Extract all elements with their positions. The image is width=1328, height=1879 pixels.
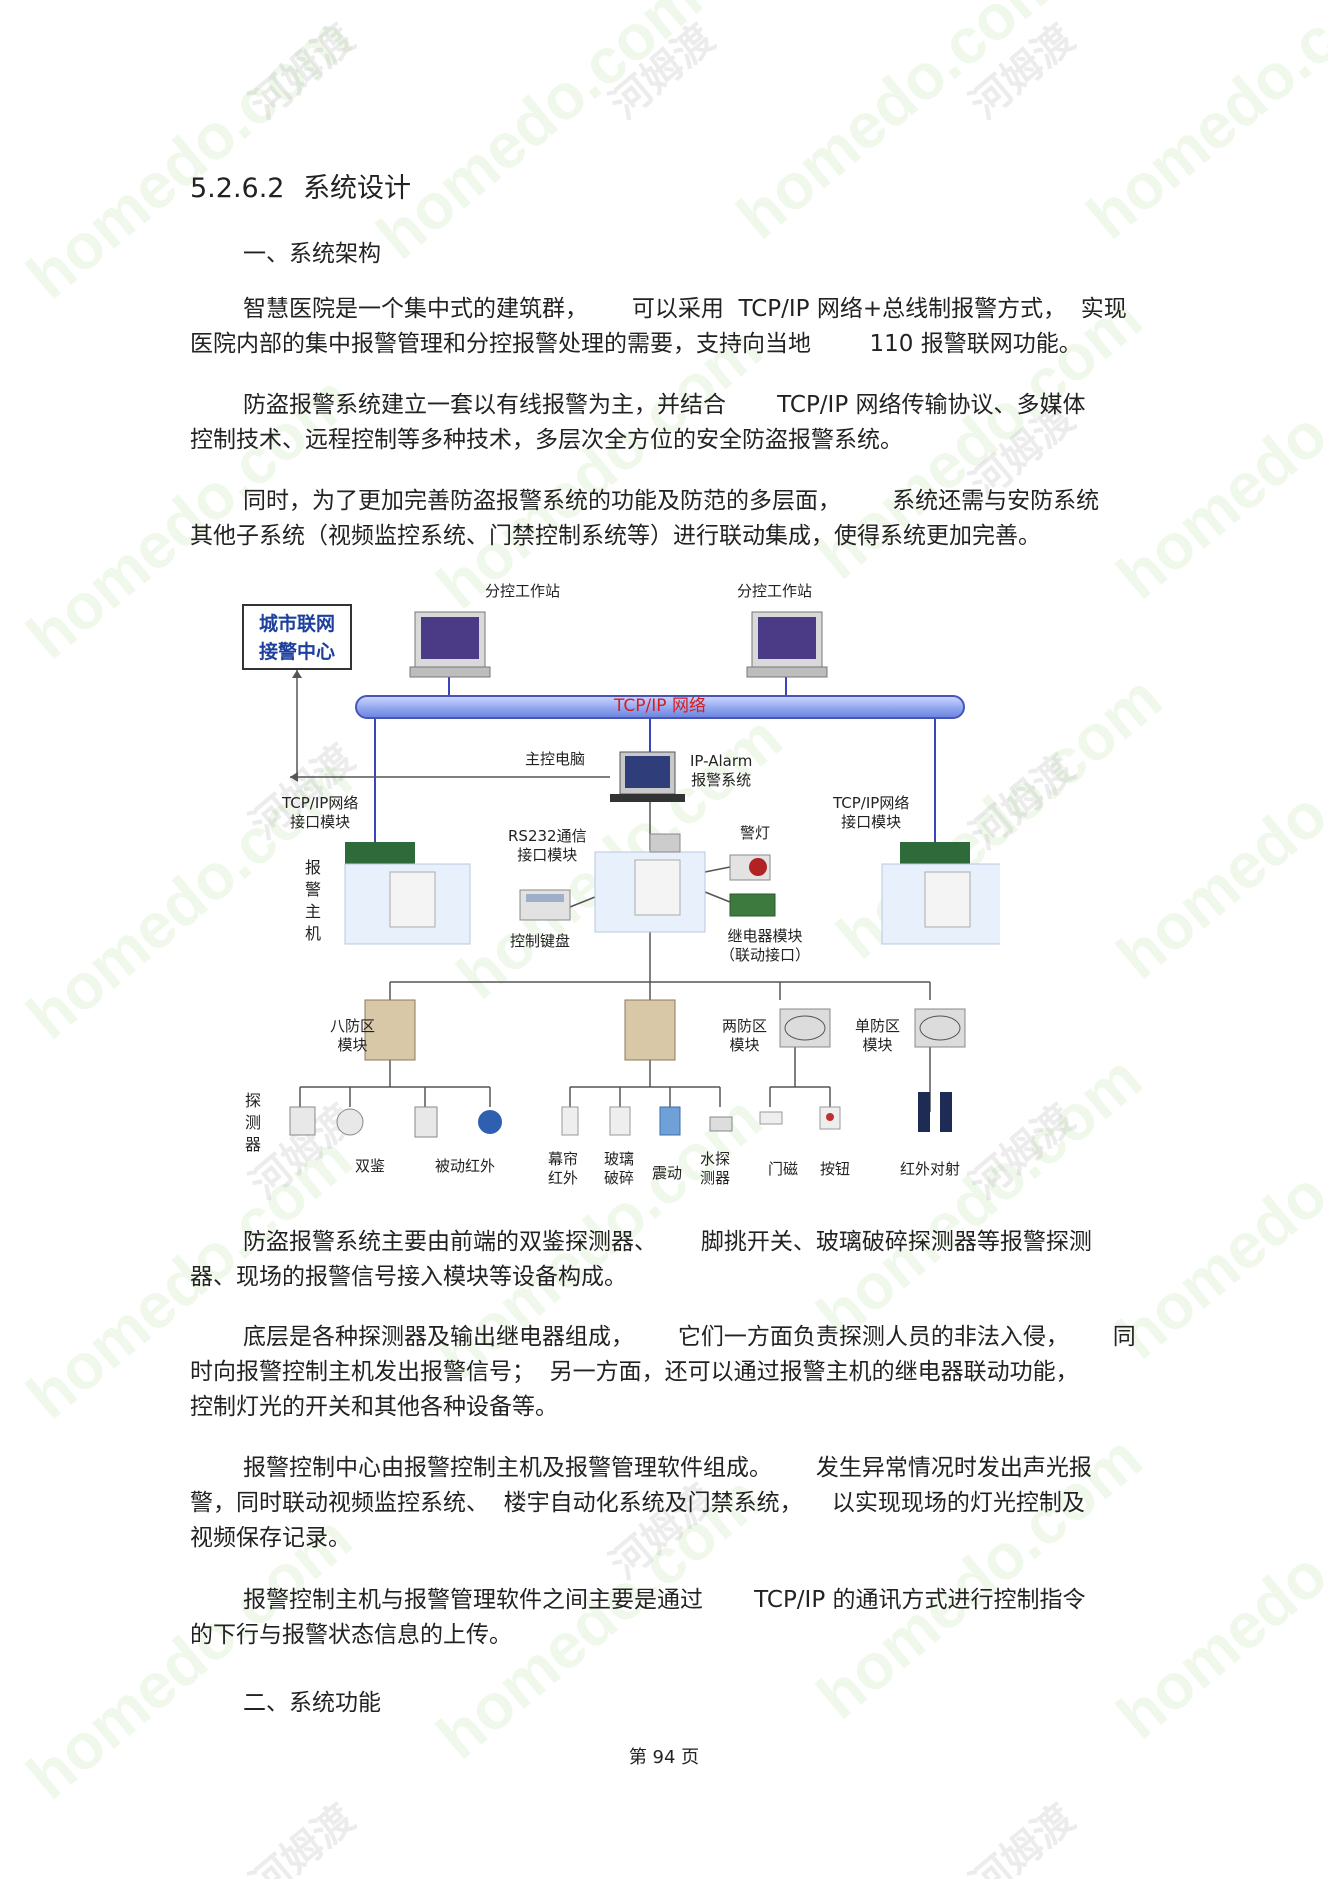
detector-icons [289,1092,952,1138]
paragraph-1: 智慧医院是一个集中式的建筑群， 可以采用 TCP/IP 网络+总线制报警方式， … [190,296,1127,357]
relay-module-icon [729,893,776,917]
rs232-line2: 接口模块 [517,846,578,864]
section-heading: 5.2.6.2 系统设计 [190,166,411,205]
glass-line2: 破碎 [604,1169,635,1187]
alarm-host-right-icon [881,863,1000,945]
alarm-host-left-icon [344,863,471,945]
label-pir: 被动红外 [435,1157,496,1175]
label-glass: 玻璃 破碎 [604,1150,634,1188]
water-line2: 测器 [700,1169,731,1187]
paragraph-4: 防盗报警系统主要由前端的双鉴探测器、 脚挑开关、玻璃破碎探测器等报警探测 器、现… [190,1229,1092,1290]
subheading-architecture: 一、系统架构 [243,241,381,267]
mid-zone-module-icon [624,999,676,1061]
label-single-zone: 单防区 模块 [855,1017,900,1055]
water-line1: 水探 [700,1150,731,1168]
label-keypad: 控制键盘 [510,932,571,950]
glass-line1: 玻璃 [604,1150,635,1168]
rs232-module-icon [649,833,681,853]
eight-zone-module-icon [364,999,416,1061]
paragraph-3: 同时，为了更加完善防盗报警系统的功能及防范的多层面， 系统还需与安防系统 其他子… [190,488,1100,549]
label-rs232-module: RS232通信 接口模块 [508,827,587,865]
label-tcp-module-right: TCP/IP网络 接口模块 [833,794,909,832]
alarm-host-char1: 报 [304,858,321,877]
label-alarm-light: 警灯 [740,824,771,842]
city-alarm-center-line1: 城市联网 [258,613,335,635]
subheading-functions: 二、系统功能 [243,1690,381,1716]
relay-line1: 继电器模块 [727,927,803,945]
keypad-icon [519,889,571,921]
tcp-module-left-line2: 接口模块 [290,813,351,831]
label-tcp-module-left: TCP/IP网络 接口模块 [282,794,358,832]
label-relay-module: 继电器模块 （联动接口） [720,927,810,965]
detector-char2: 测 [244,1113,261,1132]
label-vibration: 震动 [652,1164,683,1182]
curtain-line2: 红外 [548,1169,579,1187]
detector-char3: 器 [244,1135,261,1154]
section-title: 系统设计 [303,173,412,204]
paragraph-7: 报警控制主机与报警管理软件之间主要是通过 TCP/IP 的通讯方式进行控制指令 … [190,1587,1086,1648]
city-alarm-center-line2: 接警中心 [258,641,335,663]
page-number: 第 94 页 [628,1747,700,1768]
detector-char1: 探 [244,1091,261,1110]
eight-zone-line1: 八防区 [330,1017,376,1035]
diagram-graphics [289,611,1000,1138]
curtain-line1: 幕帘 [548,1150,579,1168]
section-number: 5.2.6.2 [190,173,285,204]
paragraph-2: 防盗报警系统建立一套以有线报警为主，并结合 TCP/IP 网络传输协议、多媒体 … [190,392,1086,453]
tcp-module-left-line1: TCP/IP网络 [282,794,359,812]
tcp-ip-network-bus [355,695,965,719]
label-eight-zone: 八防区 模块 [330,1017,375,1055]
label-workstation-left: 分控工作站 [485,582,561,600]
workstation-right-icon [746,611,828,678]
tcp-ip-network-label: TCP/IP 网络 [614,696,706,716]
two-zone-line2: 模块 [729,1036,760,1054]
rs232-line1: RS232通信 [508,827,587,845]
single-zone-line2: 模块 [862,1036,893,1054]
single-zone-module-icon [914,1008,966,1048]
ip-alarm-line2: 报警系统 [691,771,752,789]
paragraph-5: 底层是各种探测器及输出继电器组成， 它们一方面负责探测人员的非法入侵， 同 时向… [190,1324,1136,1420]
eight-zone-line2: 模块 [337,1036,368,1054]
paragraph-6: 报警控制中心由报警控制主机及报警管理软件组成。 发生异常情况时发出声光报 警，同… [190,1455,1092,1551]
alarm-host-center-icon [594,851,706,933]
alarm-host-char4: 机 [304,924,321,943]
label-ir-beam: 红外对射 [900,1160,961,1178]
alarm-host-char2: 警 [304,880,321,899]
two-zone-line1: 两防区 [722,1017,768,1035]
single-zone-line1: 单防区 [855,1017,901,1035]
relay-line2: （联动接口） [720,946,811,964]
label-two-zone: 两防区 模块 [722,1017,767,1055]
workstation-left-icon [409,611,491,678]
label-water: 水探 测器 [700,1150,730,1188]
alarm-light-icon [729,854,771,881]
label-door-magnet: 门磁 [768,1160,799,1178]
main-pc-icon [610,751,685,802]
architecture-diagram: 城市联网 接警中心 TCP/IP 网络 分控工作站 分控工作站 主控电脑 IP-… [242,572,1000,1202]
tcp-module-right-line1: TCP/IP网络 [833,794,910,812]
two-zone-module-icon [779,1008,831,1048]
city-alarm-center-box: 城市联网 接警中心 [242,604,352,670]
alarm-host-char3: 主 [304,902,321,921]
label-workstation-right: 分控工作站 [737,582,813,600]
label-curtain: 幕帘 红外 [548,1150,578,1188]
label-ip-alarm: IP-Alarm 报警系统 [690,752,752,790]
label-main-pc: 主控电脑 [525,750,586,768]
label-dual-tech: 双鉴 [355,1157,386,1175]
label-button: 按钮 [820,1160,851,1178]
ip-alarm-line1: IP-Alarm [690,752,753,770]
tcp-module-right-line2: 接口模块 [841,813,902,831]
